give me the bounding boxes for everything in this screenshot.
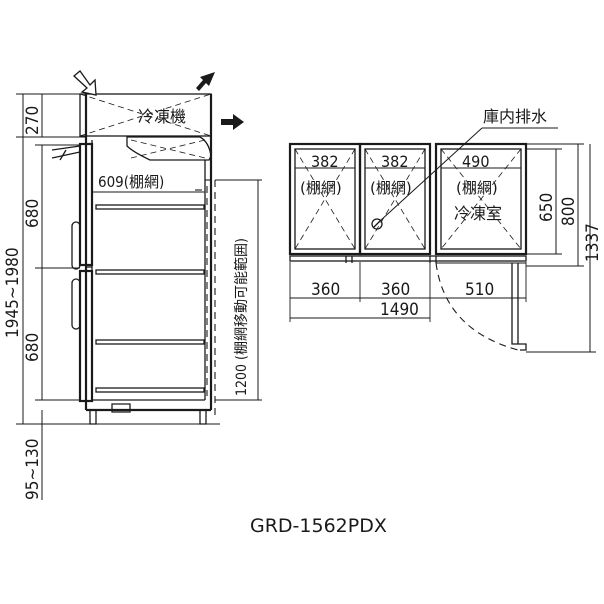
dim-total-height: 1945~1980 bbox=[3, 247, 23, 338]
front-exhaust-arrow-icon bbox=[221, 114, 244, 130]
dim-top-unit: 270 bbox=[23, 106, 43, 135]
interior-drain-label: 庫内排水 bbox=[483, 107, 547, 126]
model-name: GRD-1562PDX bbox=[250, 515, 387, 537]
refrigeration-unit-label: 冷凍機 bbox=[138, 107, 186, 126]
side-height-dimensions: 270 1945~1980 680 680 95~130 bbox=[3, 93, 86, 500]
cabinet-feet bbox=[89, 403, 207, 425]
intake-arrow-icon bbox=[73, 70, 97, 96]
interior-depth: 650 bbox=[537, 193, 557, 222]
section-1-width: 360 bbox=[311, 280, 340, 300]
shelf-range-label: 1200 (棚網移動可能範囲) bbox=[233, 238, 250, 396]
door-swing-arc bbox=[435, 262, 519, 351]
shelves bbox=[95, 204, 205, 393]
shelf-1-mesh: (棚網) bbox=[300, 179, 342, 197]
door-open-depth: 1337 bbox=[583, 223, 603, 262]
lower-door-handle bbox=[71, 278, 81, 330]
compartment-3 bbox=[434, 142, 528, 256]
shelf-3-mesh: (棚網) bbox=[456, 179, 498, 197]
cabinet-outline bbox=[84, 94, 213, 412]
shelf-2-width: 382 bbox=[381, 152, 408, 171]
side-view: 609(棚網) 1200 (棚網移動可能範囲) 冷凍機 bbox=[40, 70, 262, 425]
drain-icon bbox=[371, 218, 383, 230]
dim-lower-door: 680 bbox=[23, 333, 43, 362]
total-width: 1490 bbox=[380, 300, 419, 320]
section-3-width: 510 bbox=[465, 280, 494, 300]
shelf-1-width: 382 bbox=[311, 152, 338, 171]
exhaust-arrow-icon bbox=[196, 72, 215, 91]
dim-upper-door: 680 bbox=[23, 199, 43, 228]
upper-door-handle bbox=[71, 221, 81, 270]
compartment-2 bbox=[358, 142, 432, 256]
shelf-2-mesh: (棚網) bbox=[370, 179, 412, 197]
cabinet-depth: 800 bbox=[559, 197, 579, 226]
section-2-width: 360 bbox=[381, 280, 410, 300]
shelf-3-width: 490 bbox=[462, 152, 489, 171]
shelf-width-label: 609(棚網) bbox=[98, 173, 164, 191]
evaporator-duct bbox=[126, 136, 212, 161]
top-view: 庫内排水 382 382 490 (棚網) (棚網) (棚網) 冷凍室 360 … bbox=[288, 107, 603, 353]
upper-door bbox=[78, 142, 94, 267]
lower-door bbox=[78, 269, 94, 403]
freezer-label: 冷凍室 bbox=[454, 204, 502, 223]
dim-leg-height: 95~130 bbox=[23, 439, 43, 500]
